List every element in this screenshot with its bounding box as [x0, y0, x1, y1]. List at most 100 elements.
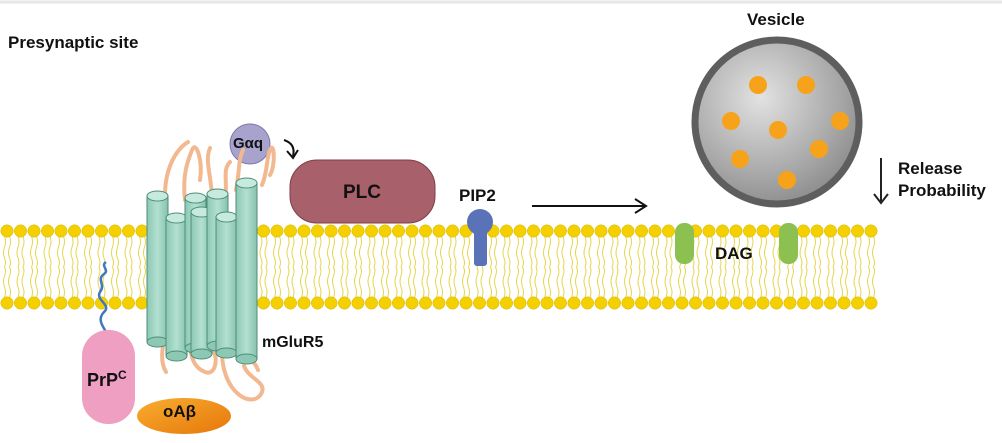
lipid-head — [621, 224, 635, 238]
signaling-arrow — [532, 198, 648, 214]
lipid-tail — [772, 266, 776, 299]
lipid-head — [419, 296, 432, 310]
lipid-tail — [89, 235, 92, 268]
lipid-head — [608, 224, 621, 238]
lipid-tail — [737, 235, 740, 268]
lipid-head — [405, 224, 419, 238]
lipid-head — [324, 296, 338, 310]
prpc-label: PrPC — [87, 368, 127, 391]
lipid-tail — [318, 235, 322, 268]
lipid-tail — [669, 235, 673, 268]
lipid-heads-lower — [0, 296, 878, 310]
lipid-tail — [656, 235, 659, 268]
lipid-tail — [826, 235, 830, 268]
lipid-head — [527, 296, 540, 310]
lipid-head — [864, 224, 878, 238]
lipid-tail — [804, 235, 808, 268]
lipid-head — [135, 296, 149, 310]
lipid-tail — [8, 235, 11, 268]
lipid-head — [392, 224, 405, 238]
lipid-head — [0, 296, 14, 310]
lipid-tail — [467, 266, 470, 299]
lipid-head — [486, 296, 500, 310]
lipid-head — [824, 296, 837, 310]
plc-enzyme — [289, 159, 436, 224]
lipid-tail — [534, 266, 538, 299]
lipid-head — [270, 296, 284, 310]
lipid-tail — [853, 266, 857, 299]
lipid-tail — [705, 235, 708, 268]
lipid-tail — [799, 235, 803, 268]
vesicle-cargo — [769, 121, 787, 139]
lipid-tail — [813, 266, 816, 299]
lipid-tail — [818, 235, 821, 268]
lipid-head — [378, 224, 392, 238]
lipid-tail — [583, 266, 587, 299]
lipid-tail — [318, 266, 322, 299]
lipid-tail — [116, 266, 119, 299]
lipid-tail — [602, 266, 605, 299]
lipid-tail — [305, 266, 308, 299]
lipid-tail — [867, 235, 870, 268]
release-line-1: Release — [898, 159, 963, 178]
lipid-tail — [143, 235, 146, 268]
lipid-head — [648, 296, 662, 310]
lipid-tail — [764, 235, 767, 268]
lipid-head — [702, 296, 716, 310]
lipid-tail — [597, 235, 600, 268]
lipid-tail — [723, 266, 727, 299]
lipid-tail — [759, 235, 762, 268]
lipid-head — [756, 296, 770, 310]
lipid-tail — [305, 235, 308, 268]
lipid-head — [257, 296, 270, 310]
lipid-head — [446, 224, 459, 238]
lipid-tail — [48, 266, 52, 299]
lipid-tail — [116, 235, 119, 268]
lipid-tail — [313, 235, 317, 268]
plc-label: PLC — [343, 182, 381, 203]
lipid-tail — [327, 235, 330, 268]
lipid-tail — [642, 235, 646, 268]
lipid-tail — [516, 266, 519, 299]
lipid-tail — [664, 235, 668, 268]
lipid-tail — [345, 235, 349, 268]
lipid-tail — [453, 266, 457, 299]
lipid-tail — [57, 266, 60, 299]
vesicle-cargo — [778, 171, 796, 189]
lipid-tail — [813, 235, 816, 268]
pip2-tail — [474, 226, 487, 266]
lipid-tail — [516, 235, 519, 268]
lipid-tail — [286, 235, 290, 268]
lipid-tail — [462, 266, 465, 299]
lipid-tail — [21, 266, 25, 299]
lipid-head — [284, 296, 297, 310]
lipid-tail — [858, 235, 862, 268]
lipid-head — [810, 296, 824, 310]
lipid-head — [68, 296, 81, 310]
release-decrease-arrow — [873, 158, 889, 205]
lipid-tail — [507, 266, 511, 299]
lipid-head — [594, 296, 608, 310]
lipid-tail — [588, 235, 592, 268]
lipid-head — [500, 296, 513, 310]
lipid-head — [81, 224, 95, 238]
mglur5-loops — [160, 140, 276, 402]
lipid-tail — [656, 266, 659, 299]
lipid-tail — [678, 266, 681, 299]
lipid-tail — [570, 266, 573, 299]
lipid-head — [257, 224, 270, 238]
lipid-head — [351, 224, 365, 238]
vesicle-cargo — [722, 112, 740, 130]
lipid-tail — [354, 235, 357, 268]
lipid-head — [365, 296, 378, 310]
lipid-tail — [583, 235, 587, 268]
lipid-head — [567, 296, 581, 310]
lipid-tail — [70, 266, 74, 299]
lipid-tail — [529, 266, 533, 299]
release-probability-label: Release Probability — [898, 158, 986, 202]
dag-lipid — [779, 223, 798, 264]
lipid-head — [581, 296, 594, 310]
lipid-tail — [89, 266, 92, 299]
pip2-label: PIP2 — [459, 186, 496, 205]
lipid-tail — [691, 266, 695, 299]
